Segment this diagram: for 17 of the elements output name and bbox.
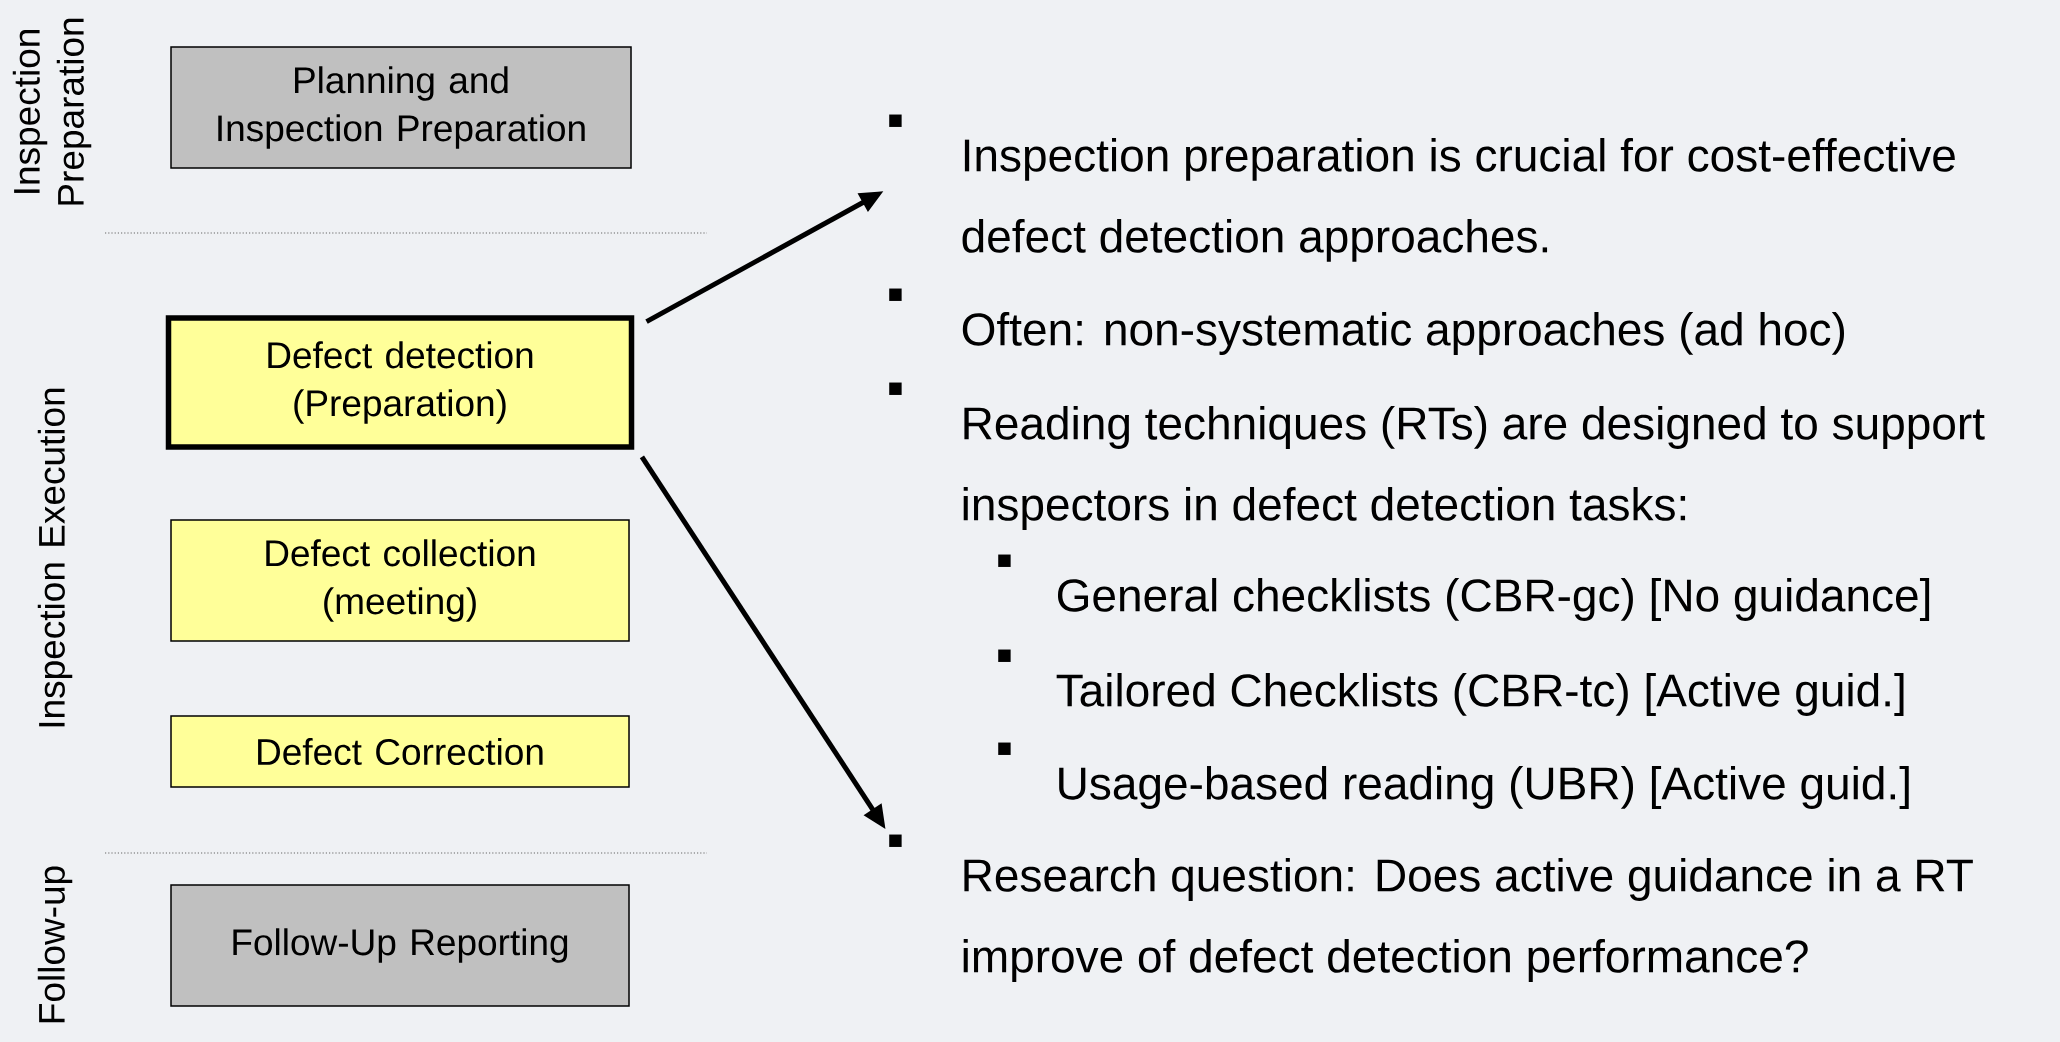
bullet-item: Research question: Does active guidance in a RT improve of defect detection performance? [889,834,1973,982]
process-box: Defect collection (meeting) [170,519,630,642]
process-box: Defect detection (Preparation) [165,315,635,450]
bullet-item: Reading techniques (RTs) are designed to support inspectors in defect detection tasks: [889,382,1985,530]
node-label: Inspection preparation is crucial for cost-effective defect detection approaches. [962,138,1955,262]
process-box: Defect Correction [170,715,630,788]
section-label: Inspection Execution [37,388,73,727]
bullet-item: Tailored Checklists (CBR-tc) [Active guid.] [998,649,1904,716]
bullet-item: Usage-based reading (UBR) [Active guid.] [998,742,1909,809]
bullet-item: Inspection preparation is crucial for cost-effective defect detection approaches. [889,114,1955,262]
bullet-item: General checklists (CBR-gc) [No guidance] [998,554,1930,621]
process-box: Follow-Up Reporting [170,884,630,1007]
node-label: Research question: Does active guidance in a RT improve of defect detection performance? [963,858,1973,982]
process-box: Planning and Inspection Preparation [170,46,632,169]
section-label: Inspection Preparation [12,18,92,205]
section-label: Follow-up [37,866,73,1023]
bullet-item: Often: non-systematic approaches (ad hoc) [889,288,1844,355]
